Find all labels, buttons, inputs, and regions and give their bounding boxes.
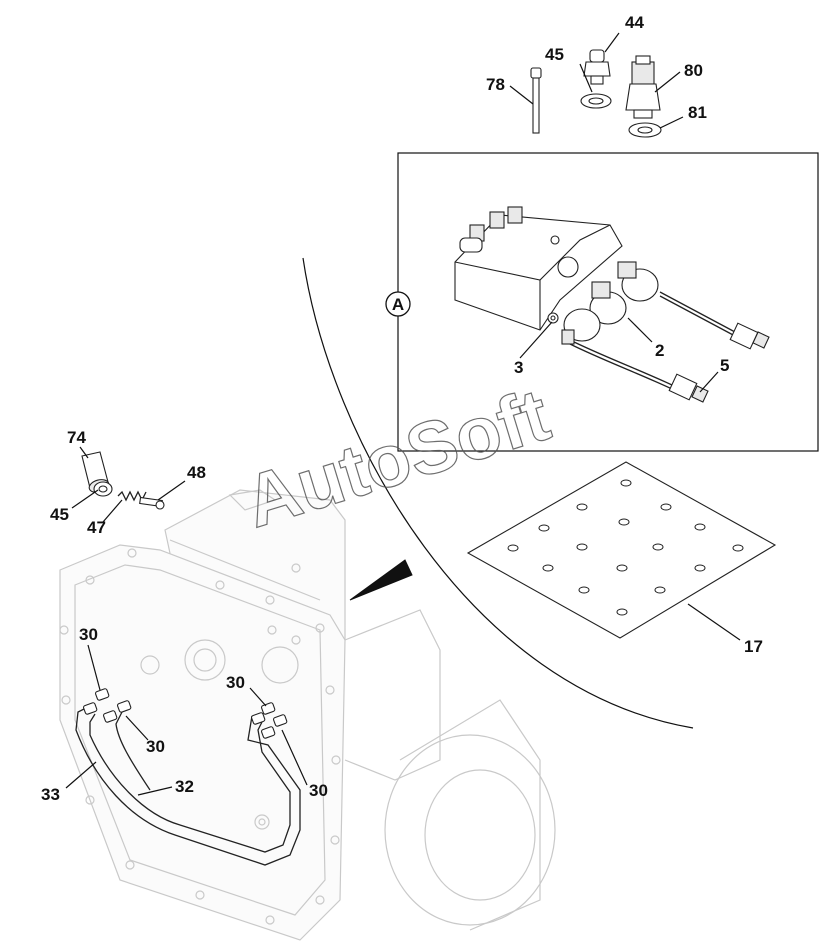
callout-47: 47 bbox=[87, 518, 106, 537]
sensor-44 bbox=[583, 49, 611, 85]
callout-30-c: 30 bbox=[226, 673, 245, 692]
detail-circle-arc bbox=[302, 257, 694, 729]
valve-block bbox=[454, 206, 770, 403]
callout-81: 81 bbox=[688, 103, 707, 122]
callout-80: 80 bbox=[684, 61, 703, 80]
callout-74: 74 bbox=[67, 428, 86, 447]
pipe-32 bbox=[89, 711, 291, 853]
detail-label-a: A bbox=[385, 291, 411, 317]
callout-30-d: 30 bbox=[309, 781, 328, 800]
callout-45-left: 45 bbox=[50, 505, 69, 524]
callout-32: 32 bbox=[175, 777, 194, 796]
callout-48: 48 bbox=[187, 463, 206, 482]
callout-17: 17 bbox=[744, 637, 763, 656]
callout-45-top: 45 bbox=[545, 45, 564, 64]
washer-81 bbox=[628, 122, 662, 138]
callout-78: 78 bbox=[486, 75, 505, 94]
pipe-33 bbox=[75, 707, 301, 866]
transmission-housing bbox=[59, 489, 556, 941]
callout-44: 44 bbox=[625, 13, 644, 32]
callout-33: 33 bbox=[41, 785, 60, 804]
sensor-80 bbox=[625, 55, 661, 119]
callout-3: 3 bbox=[514, 358, 523, 377]
callout-labels: 44 45 78 80 81 3 2 5 74 48 45 47 17 30 3… bbox=[41, 13, 763, 804]
washer-45-top bbox=[580, 93, 612, 109]
gasket-holes bbox=[507, 479, 744, 616]
washer-45-left bbox=[93, 481, 113, 497]
gasket-17 bbox=[466, 461, 777, 639]
callout-30-b: 30 bbox=[146, 737, 165, 756]
bolt-78 bbox=[530, 67, 542, 134]
callout-5: 5 bbox=[720, 356, 729, 375]
fittings-30 bbox=[83, 688, 288, 739]
svg-text:A: A bbox=[392, 295, 404, 314]
autosoft-watermark: AutoSoft bbox=[235, 373, 558, 544]
detail-pointer-arrow bbox=[349, 559, 413, 601]
pin-48 bbox=[139, 496, 165, 510]
callout-30-a: 30 bbox=[79, 625, 98, 644]
leader-lines bbox=[65, 32, 741, 796]
housing-bolt-holes bbox=[59, 548, 341, 925]
callout-2: 2 bbox=[655, 341, 664, 360]
